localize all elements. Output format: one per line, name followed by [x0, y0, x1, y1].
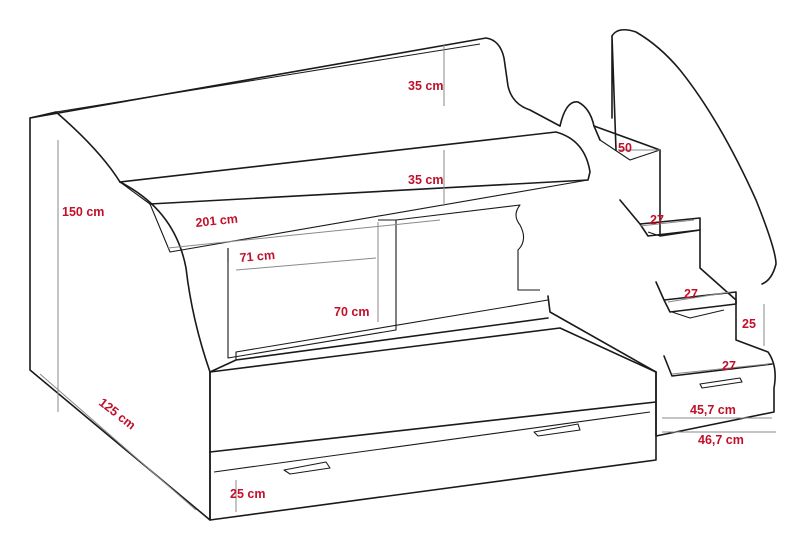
label-step-3: 27	[684, 287, 698, 301]
drawer-handle-1	[283, 461, 331, 475]
dimension-lines	[39, 44, 776, 512]
label-drawer-height: 25 cm	[230, 487, 265, 501]
left-end-panel	[29, 111, 211, 521]
label-lower-guard-height: 35 cm	[408, 173, 443, 187]
label-top-guard-height: 35 cm	[408, 79, 443, 93]
upper-platform	[119, 131, 591, 205]
stair-unit	[593, 28, 777, 437]
label-stairs-outer-width: 46,7 cm	[698, 433, 744, 447]
label-step-riser: 25	[742, 317, 756, 331]
label-step-4: 27	[722, 359, 736, 373]
stair-side	[593, 125, 776, 437]
drawer-handle-2	[533, 423, 581, 437]
drawer	[209, 401, 657, 521]
step-4	[663, 355, 773, 377]
step-1	[599, 139, 661, 161]
dimension-labels: 35 cm 35 cm 150 cm 201 cm 71 cm 70 cm 12…	[62, 79, 756, 501]
inner-opening	[227, 219, 397, 359]
label-opening-height: 70 cm	[334, 305, 369, 319]
step-2	[619, 199, 701, 237]
label-step-depth: 50	[618, 141, 632, 155]
label-total-height: 150 cm	[62, 205, 104, 219]
label-bed-length: 201 cm	[195, 212, 239, 230]
label-total-depth: 125 cm	[96, 395, 138, 432]
label-stairs-inner-width: 45,7 cm	[690, 403, 736, 417]
top-back-rail	[29, 37, 561, 127]
step-3	[655, 281, 737, 313]
stair-rail	[611, 28, 777, 285]
upper-curved-side	[119, 181, 211, 373]
label-step-2: 27	[650, 213, 664, 227]
label-opening-width: 71 cm	[239, 248, 276, 265]
